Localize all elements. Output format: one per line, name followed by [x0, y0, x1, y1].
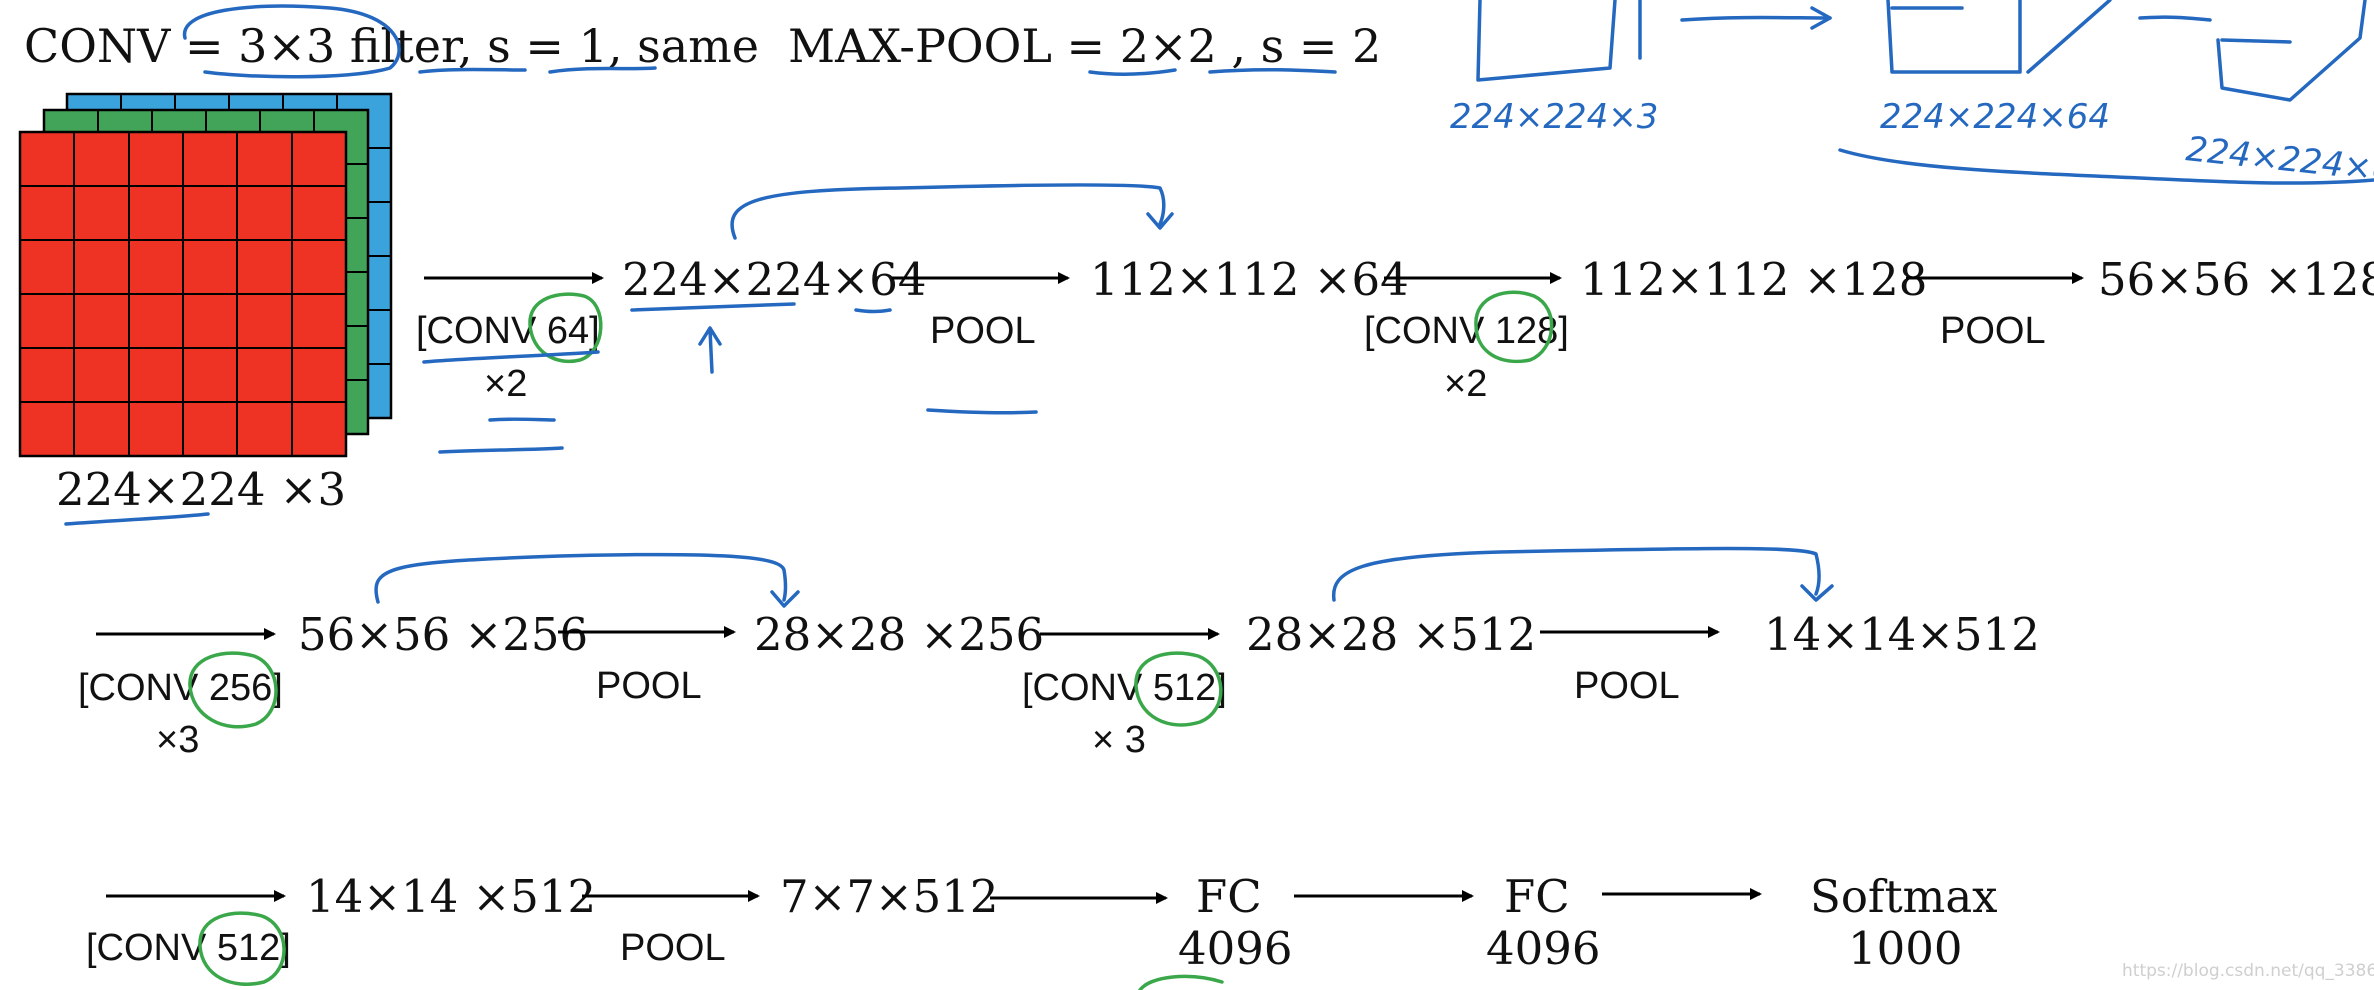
fc2-name: FC: [1504, 870, 1570, 923]
conv-stride: s = 1: [487, 19, 608, 73]
dims-56x56x128: 56×56 ×128: [2098, 253, 2374, 306]
conv128-label: [CONV 128]: [1364, 310, 1569, 352]
pool-label-r1-2: POOL: [1940, 310, 2046, 352]
fc2-units: 4096: [1486, 922, 1601, 975]
watermark: https://blog.csdn.net/qq_33869371: [2122, 961, 2374, 981]
conv128-repeat: ×2: [1444, 363, 1487, 405]
conv-filter: 3×3 filter: [238, 19, 463, 73]
pool-stride-underline: [1208, 67, 1337, 74]
row1-annotations: [422, 183, 1554, 454]
dims-28x28x512: 28×28 ×512: [1246, 608, 1536, 661]
row3-annotations: [198, 911, 1224, 990]
input-channel-red: [18, 130, 348, 458]
sketch-label-1: 224×224×3: [1450, 97, 1658, 137]
softmax-units: 1000: [1848, 922, 1963, 975]
dims-14x14x512-r3: 14×14 ×512: [306, 870, 596, 923]
fc1-name: FC: [1196, 870, 1262, 923]
conv64-label: [CONV 64]: [416, 310, 600, 352]
pool-prefix: MAX-POOL =: [788, 19, 1120, 73]
pool-label-r2-1: POOL: [596, 665, 702, 707]
header-conv-spec: CONV = 3×3 filter, s = 1, same: [24, 19, 759, 73]
row1: [CONV 64] ×2 224×224×64 POOL 112×112 ×64…: [416, 253, 2374, 405]
conv-prefix: CONV =: [24, 19, 238, 73]
dims-7x7x512: 7×7×512: [780, 870, 999, 923]
padding-underline: [548, 66, 657, 74]
input-volume: [18, 92, 393, 458]
conv-sep-2: ,: [608, 19, 637, 73]
conv64-repeat: ×2: [484, 363, 527, 405]
stride-underline: [418, 67, 527, 74]
conv256-label: [CONV 256]: [78, 667, 283, 709]
pool-label-r1-1: POOL: [930, 310, 1036, 352]
conv512-repeat-r2: × 3: [1092, 719, 1146, 761]
header-annotations: [182, 4, 1337, 79]
pool-size: 2×2: [1120, 19, 1217, 73]
dims-14x14x512: 14×14×512: [1764, 608, 2040, 661]
row2-annotations: [188, 546, 1834, 729]
dims-112x112x128: 112×112 ×128: [1580, 253, 1927, 306]
softmax-name: Softmax: [1810, 870, 1998, 923]
row3: [CONV 512] 14×14 ×512 POOL 7×7×512 FC 40…: [86, 870, 1998, 975]
conv512-label-r2: [CONV 512]: [1022, 667, 1227, 709]
pool-label-r3: POOL: [620, 927, 726, 969]
dims-224x224x64: 224×224×64: [622, 253, 926, 306]
sketch-label-2: 224×224×64: [1880, 97, 2110, 137]
conv512-label-r3: [CONV 512]: [86, 927, 291, 969]
pool-label-r2-2: POOL: [1574, 665, 1680, 707]
pool-sep: ,: [1217, 19, 1261, 73]
sketch-volumes: 224×224×3 224×224×64 224×224×64: [1450, 0, 2374, 193]
dims-112x112x64: 112×112 ×64: [1090, 253, 1409, 306]
conv-padding: same: [637, 19, 759, 73]
svg-text:MAX-POOL = 2×2 , s = 2: MAX-POOL = 2×2 , s = 2: [788, 19, 1381, 73]
dims-56x56x256: 56×56 ×256: [298, 608, 588, 661]
conv256-repeat: ×3: [156, 719, 199, 761]
pool-size-underline: [1088, 68, 1177, 76]
row2: [CONV 256] ×3 56×56 ×256 POOL 28×28 ×256…: [78, 608, 2040, 761]
conv-sep-1: ,: [458, 19, 487, 73]
pool-stride: s = 2: [1261, 19, 1382, 73]
header-pool-spec: MAX-POOL = 2×2 , s = 2: [788, 19, 1381, 73]
filter-circle: [182, 4, 401, 79]
fc1-units: 4096: [1178, 922, 1293, 975]
input-dims: 224×224 ×3: [56, 463, 346, 516]
svg-text:CONV = 3×3 filter, s = 1, same: CONV = 3×3 filter, s = 1, same: [24, 19, 759, 73]
dims-28x28x256: 28×28 ×256: [754, 608, 1044, 661]
